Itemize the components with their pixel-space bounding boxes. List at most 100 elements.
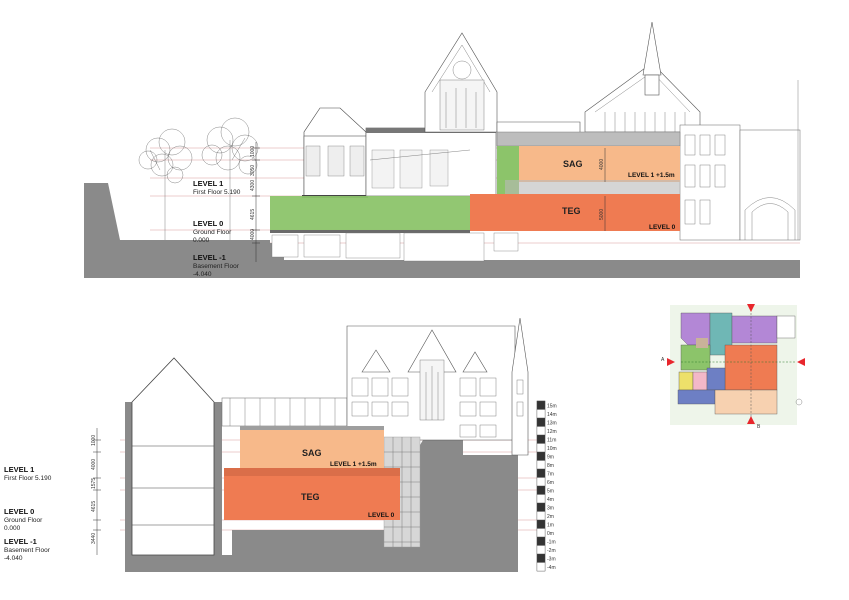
level-0-title: LEVEL 0 [193, 219, 223, 228]
section-arrow-icon [797, 358, 805, 366]
plan-peach [714, 389, 778, 415]
plan-blue [706, 367, 726, 391]
scale-bar-block [536, 553, 546, 563]
scale-bar-label: 6m [547, 480, 554, 486]
dim-label: 1575 [91, 478, 97, 489]
scale-bar-block [536, 434, 546, 444]
dim-label: 4000 [250, 229, 256, 240]
scale-bar-block [536, 477, 546, 487]
sag-zone-bottom [240, 426, 384, 468]
scale-bar-label: 10m [547, 446, 557, 452]
level-1-name-bottom: First Floor 5.190 [4, 475, 52, 482]
plan-blue-south [677, 389, 716, 405]
dim-label: 3440 [91, 533, 97, 544]
basement-outline [271, 232, 519, 262]
green-zone-top [270, 196, 470, 230]
level1-offset-tag-bottom: LEVEL 1 +1.5m [330, 461, 377, 468]
scale-bar-block [536, 468, 546, 478]
scale-bar-label: 1m [547, 522, 554, 528]
level0-tag-top: LEVEL 0 [649, 224, 676, 231]
plan-green [680, 344, 711, 371]
ground-mass [84, 183, 800, 278]
scale-bar-label: 2m [547, 514, 554, 520]
scale-bar-block [536, 519, 546, 529]
scale-bar-label: -4m [547, 565, 556, 571]
scale-bar-label: 5m [547, 488, 554, 494]
scale-bar-block [536, 528, 546, 538]
level-0-value-bottom: 0.000 [4, 525, 21, 532]
section-arrow-icon [667, 358, 675, 366]
scale-bar-label: -1m [547, 539, 556, 545]
dim-label: 4000 [91, 459, 97, 470]
scale-bar-block [536, 511, 546, 521]
sag-height-dim: 4000 [599, 159, 605, 170]
scale-bar-block [536, 417, 546, 427]
scale-bar-block [536, 545, 546, 555]
scale-bar-label: 11m [547, 437, 556, 443]
gothic-facade [424, 21, 801, 241]
teg-zone-bottom [224, 468, 400, 520]
dim-label: 1000 [91, 435, 97, 446]
dim-label: 4300 [250, 180, 256, 191]
scale-bar-label: 13m [547, 420, 557, 426]
level-minus1-title: LEVEL -1 [193, 253, 226, 262]
trees [138, 117, 259, 240]
scale-bar-block [536, 494, 546, 504]
level-minus1-value-bottom: -4.040 [4, 555, 23, 562]
level-0-title-bottom: LEVEL 0 [4, 507, 34, 516]
section-bottom: 1000 4000 1575 4615 3440 15m14m13m12m11m… [4, 317, 557, 572]
scale-bar-block [536, 400, 546, 410]
scale-bar-label: 7m [547, 471, 554, 477]
level0-tag-bottom: LEVEL 0 [368, 512, 395, 519]
scale-bar-block [536, 451, 546, 461]
scale-bar-block [536, 502, 546, 512]
scale-bar-label: 4m [547, 497, 554, 503]
key-plan: A B [661, 304, 805, 430]
house-outline [131, 357, 215, 556]
level-minus1-value: -4.040 [193, 271, 212, 278]
section-top: 1000 3050 4300 4615 4000 4000 5000 LEVEL… [84, 21, 801, 278]
scale-bar-label: 8m [547, 463, 554, 469]
scale-bar-block [536, 485, 546, 495]
scale-bar-label: -2m [547, 548, 556, 554]
scale-bar-label: 9m [547, 454, 554, 460]
scale-bar-block [536, 426, 546, 436]
scale-bar-label: 14m [547, 412, 557, 418]
scale-bar-block [536, 460, 546, 470]
level-0-name-bottom: Ground Floor [4, 517, 43, 524]
dim-label: 4615 [91, 501, 97, 512]
level-minus1-name-bottom: Basement Floor [4, 547, 51, 554]
scale-bar-block [536, 536, 546, 546]
dimension-string-top: 1000 3050 4300 4615 4000 4000 5000 [250, 142, 606, 262]
plan-purple-east [731, 315, 778, 344]
level-0-name: Ground Floor [193, 229, 232, 236]
dimension-string-bottom: 1000 4000 1575 4615 3440 [91, 428, 101, 555]
sag-label-top: SAG [563, 159, 583, 169]
scale-bar-block [536, 443, 546, 453]
scale-bar-block [536, 409, 546, 419]
scale-bar-block [536, 562, 546, 572]
scale-bar-label: 0m [547, 531, 554, 537]
dim-label: 3050 [250, 165, 256, 176]
sag-zone-top [519, 146, 680, 182]
teg-height-dim: 5000 [599, 209, 605, 220]
section-arrow-icon [747, 304, 755, 312]
scale-bar-label: 15m [547, 403, 557, 409]
level-1-title-bottom: LEVEL 1 [4, 465, 34, 474]
section-marker-a: A [661, 357, 665, 363]
scale-bar-label: 3m [547, 505, 554, 511]
roof-block [496, 131, 681, 147]
section-arrow-icon [747, 416, 755, 424]
level1-offset-tag-top: LEVEL 1 +1.5m [628, 172, 675, 179]
teg-zone-top [470, 194, 680, 231]
level-minus1-title-bottom: LEVEL -1 [4, 537, 37, 546]
sag-label-bottom: SAG [302, 448, 322, 458]
teg-label-bottom: TEG [301, 492, 320, 502]
plan-pink [692, 371, 708, 391]
level-1-name: First Floor 5.190 [193, 189, 241, 196]
level-minus1-name: Basement Floor [193, 263, 240, 270]
teg-label-top: TEG [562, 206, 581, 216]
section-marker-b: B [757, 424, 761, 430]
scale-bar-label: -3m [547, 556, 556, 562]
